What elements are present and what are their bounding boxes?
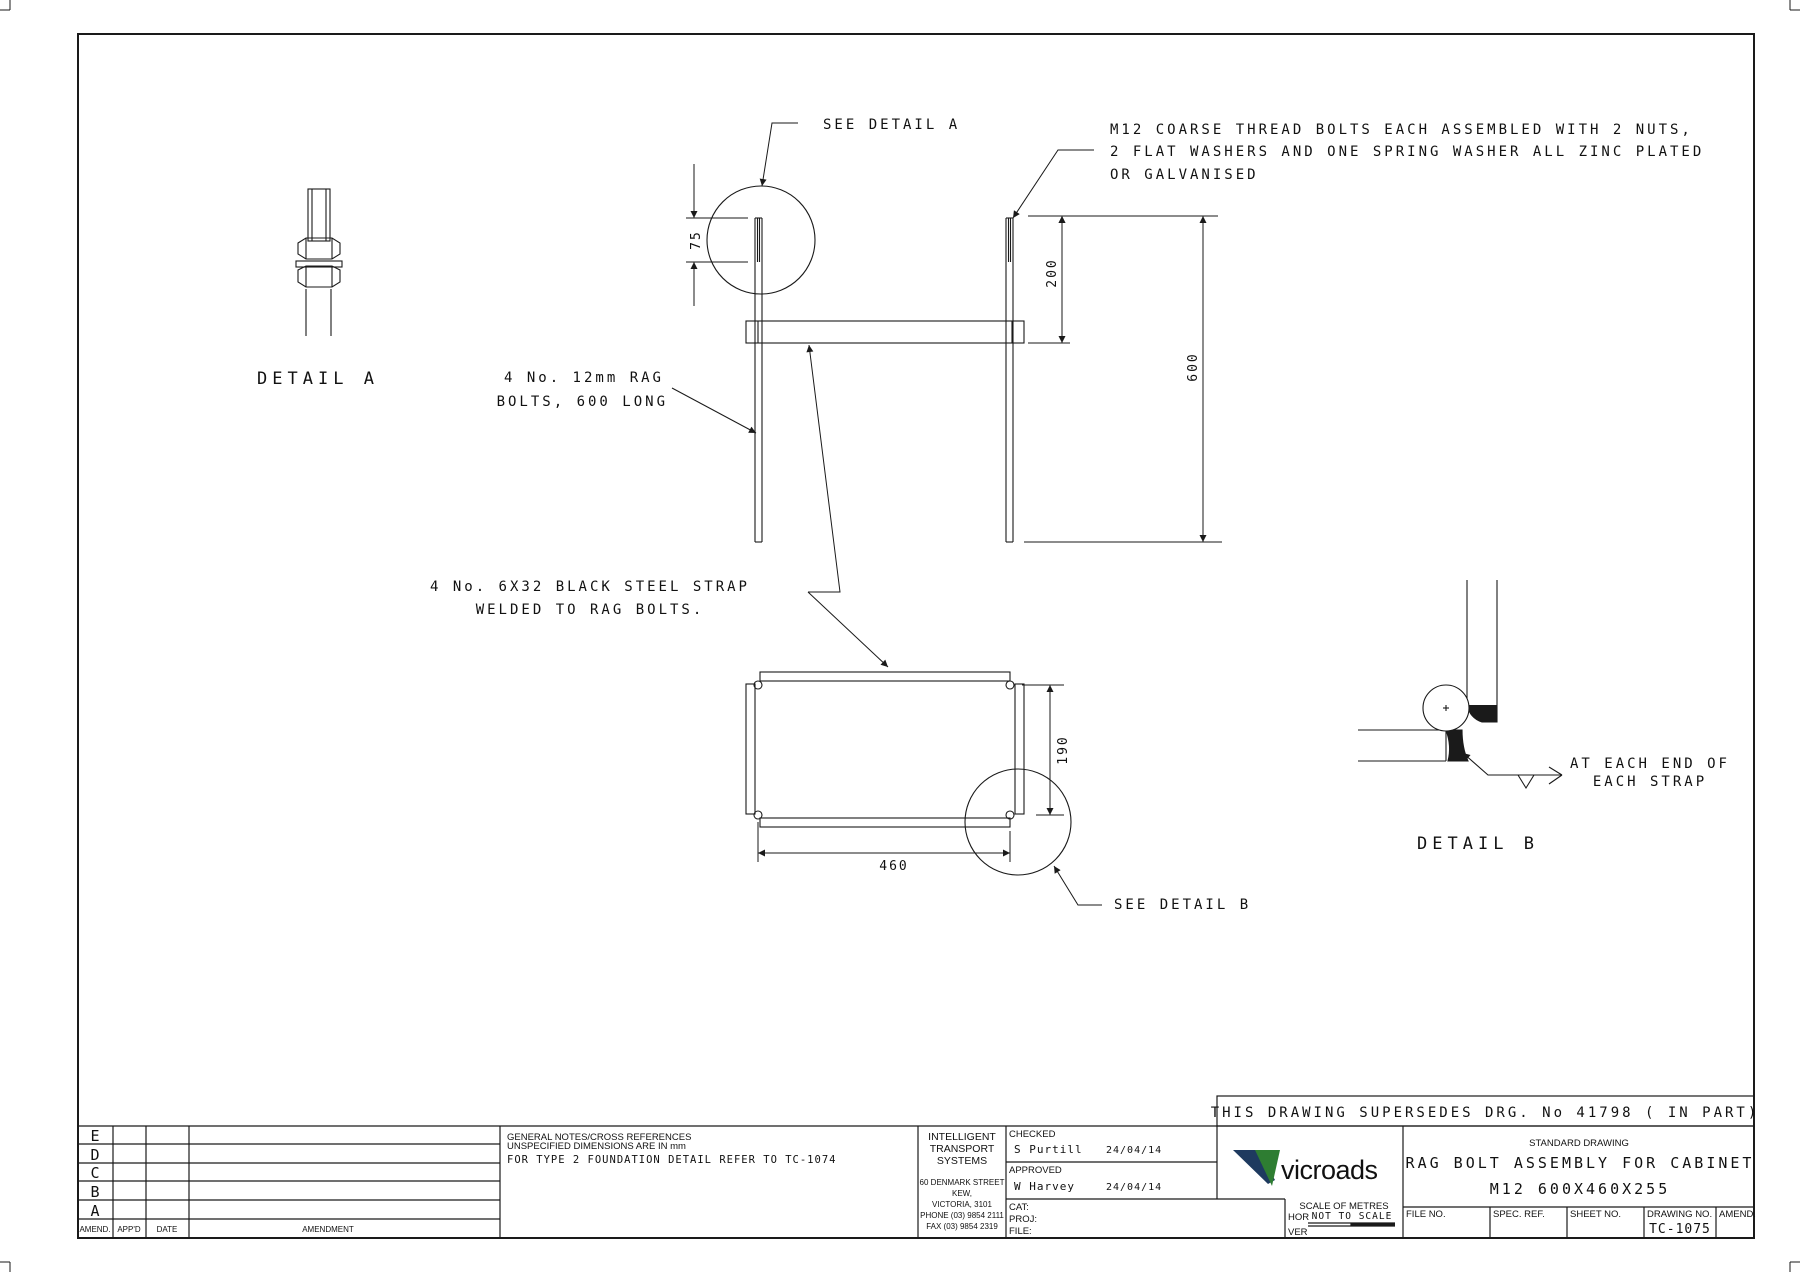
addr-line2: KEW, <box>952 1189 972 1198</box>
plan-dimensions <box>757 684 1064 862</box>
org-line3: SYSTEMS <box>937 1155 987 1167</box>
general-notes-line2: UNSPECIFIED DIMENSIONS ARE IN mm <box>507 1141 686 1152</box>
detail-a-title: DETAIL A <box>257 369 379 389</box>
note-weld-line2: EACH STRAP <box>1593 774 1707 790</box>
approved-name: W Harvey <box>1014 1180 1075 1193</box>
sheet-no-label: SHEET NO. <box>1570 1209 1621 1220</box>
addr-line4: PHONE (03) 9854 2111 <box>920 1211 1004 1220</box>
elevation-view <box>706 185 1025 543</box>
dim-thread-length: 75 <box>689 230 704 250</box>
org-line1: INTELLIGENT <box>928 1131 996 1143</box>
note-see-detail-a: SEE DETAIL A <box>823 117 960 133</box>
amend-header-date: DATE <box>157 1225 178 1234</box>
approved-label: APPROVED <box>1009 1165 1062 1176</box>
detail-b-weld <box>1358 580 1563 790</box>
standard-drawing-label: STANDARD DRAWING <box>1529 1138 1629 1149</box>
plan-view <box>745 671 1072 876</box>
file-label: FILE: <box>1009 1226 1032 1237</box>
scale-label: SCALE OF METRES <box>1299 1201 1388 1212</box>
amend-letter-e: E <box>90 1127 99 1145</box>
elevation-dimensions <box>686 164 1222 543</box>
addr-line1: 60 DENMARK STREET <box>920 1178 1005 1187</box>
amend-letter-d: D <box>90 1146 99 1164</box>
vicroads-logo: vicroads <box>1233 1150 1378 1186</box>
amend-letter-b: B <box>90 1183 99 1201</box>
file-no-label: FILE NO. <box>1406 1209 1446 1220</box>
drawing-border <box>77 33 1755 1239</box>
scale-value: NOT TO SCALE <box>1312 1211 1393 1222</box>
scale-bar-fill <box>1351 1223 1395 1226</box>
scale-ver-label: VER <box>1288 1227 1308 1238</box>
vicroads-logo-swoosh <box>1255 1150 1280 1186</box>
vicroads-logo-text: vicroads <box>1281 1155 1378 1185</box>
amend-header-amendment: AMENDMENT <box>302 1225 354 1234</box>
org-line2: TRANSPORT <box>930 1143 995 1155</box>
note-bolts-line2: 2 FLAT WASHERS AND ONE SPRING WASHER ALL… <box>1110 144 1704 160</box>
amend-header-amend: AMEND. <box>79 1225 110 1234</box>
dim-frame-width: 460 <box>879 859 908 874</box>
drawing-title-line1: RAG BOLT ASSEMBLY FOR CABINET <box>1406 1154 1755 1172</box>
amend-letter-c: C <box>90 1164 99 1182</box>
approved-date: 24/04/14 <box>1106 1182 1162 1193</box>
note-bolts-line3: OR GALVANISED <box>1110 167 1259 183</box>
drawing-title-line2: M12 600X460X255 <box>1490 1180 1670 1198</box>
amend-letter-a: A <box>90 1202 99 1220</box>
note-weld-line1: AT EACH END OF <box>1570 756 1730 772</box>
dim-bolt-length: 600 <box>1186 352 1201 381</box>
detail-b-title: DETAIL B <box>1417 834 1539 854</box>
dim-strap-height: 200 <box>1045 258 1060 287</box>
supersedes-note: THIS DRAWING SUPERSEDES DRG. No 41798 ( … <box>1211 1105 1760 1121</box>
amend-header-appd: APP'D <box>117 1225 141 1234</box>
checked-label: CHECKED <box>1009 1129 1056 1140</box>
vicroads-logo-mark <box>1233 1150 1275 1184</box>
general-notes-line1: GENERAL NOTES/CROSS REFERENCES <box>507 1132 691 1143</box>
spec-ref-label: SPEC. REF. <box>1493 1209 1545 1220</box>
addr-line3: VICTORIA, 3101 <box>932 1200 992 1209</box>
cat-label: CAT: <box>1009 1202 1029 1213</box>
drawing-number: TC-1075 <box>1649 1222 1711 1237</box>
general-notes-line3: FOR TYPE 2 FOUNDATION DETAIL REFER TO TC… <box>507 1154 836 1166</box>
checked-name: S Purtill <box>1014 1143 1083 1156</box>
detail-a-bolt <box>295 188 343 336</box>
drawing-no-label: DRAWING NO. <box>1647 1209 1712 1220</box>
dim-frame-depth: 190 <box>1056 735 1071 764</box>
checked-date: 24/04/14 <box>1106 1145 1162 1156</box>
addr-line5: FAX (03) 9854 2319 <box>926 1222 998 1231</box>
note-see-detail-b: SEE DETAIL B <box>1114 897 1251 913</box>
note-strap-line2: WELDED TO RAG BOLTS. <box>476 602 705 618</box>
amend-label: AMEND. <box>1719 1209 1756 1220</box>
title-block <box>78 1095 1755 1238</box>
note-bolts-line1: M12 COARSE THREAD BOLTS EACH ASSEMBLED W… <box>1110 122 1693 138</box>
note-strap-line1: 4 No. 6X32 BLACK STEEL STRAP <box>430 579 750 595</box>
note-rag-line2: BOLTS, 600 LONG <box>497 394 668 410</box>
proj-label: PROJ: <box>1009 1214 1037 1225</box>
note-rag-line1: 4 No. 12mm RAG <box>504 370 664 386</box>
scale-hor-label: HOR <box>1288 1212 1309 1223</box>
leaders <box>671 122 1102 906</box>
